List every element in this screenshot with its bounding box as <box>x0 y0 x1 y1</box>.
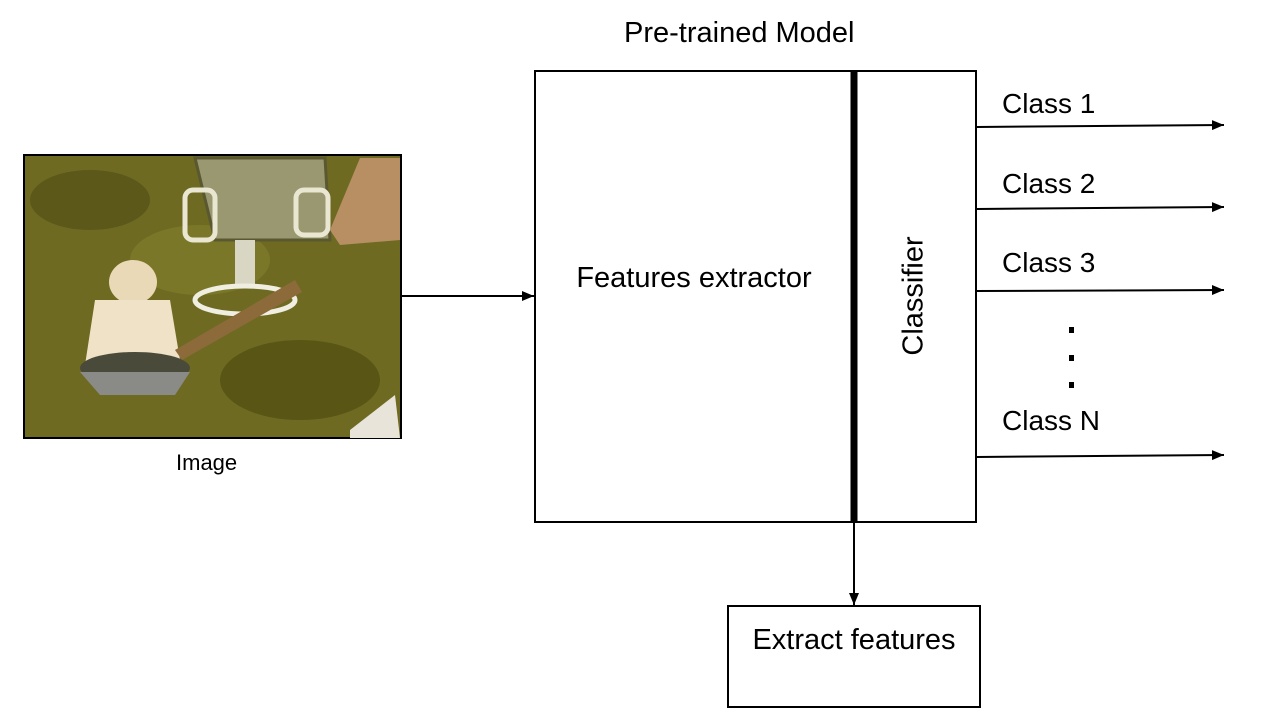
model-title: Pre-trained Model <box>624 17 855 49</box>
extract-features-box <box>727 605 981 708</box>
ellipsis-dots <box>1069 327 1074 388</box>
input-photo <box>23 154 402 439</box>
features-extractor-label: Features extractor <box>576 262 812 294</box>
class-1-arrow <box>976 120 1225 131</box>
pretrained-model-box <box>534 70 977 523</box>
class-2-label: Class 2 <box>1002 168 1096 199</box>
class-3-arrow <box>976 285 1225 296</box>
image-caption: Image <box>176 450 238 475</box>
class-n-arrow <box>976 450 1225 461</box>
class-3-label: Class 3 <box>1002 247 1096 278</box>
class-1-label: Class 1 <box>1002 88 1096 119</box>
class-n-label: Class N <box>1002 405 1101 436</box>
extract-features-label: Extract features <box>752 624 956 656</box>
child-shape <box>80 260 302 395</box>
class-2-arrow <box>976 202 1225 213</box>
classifier-label: Classifier <box>897 236 930 356</box>
